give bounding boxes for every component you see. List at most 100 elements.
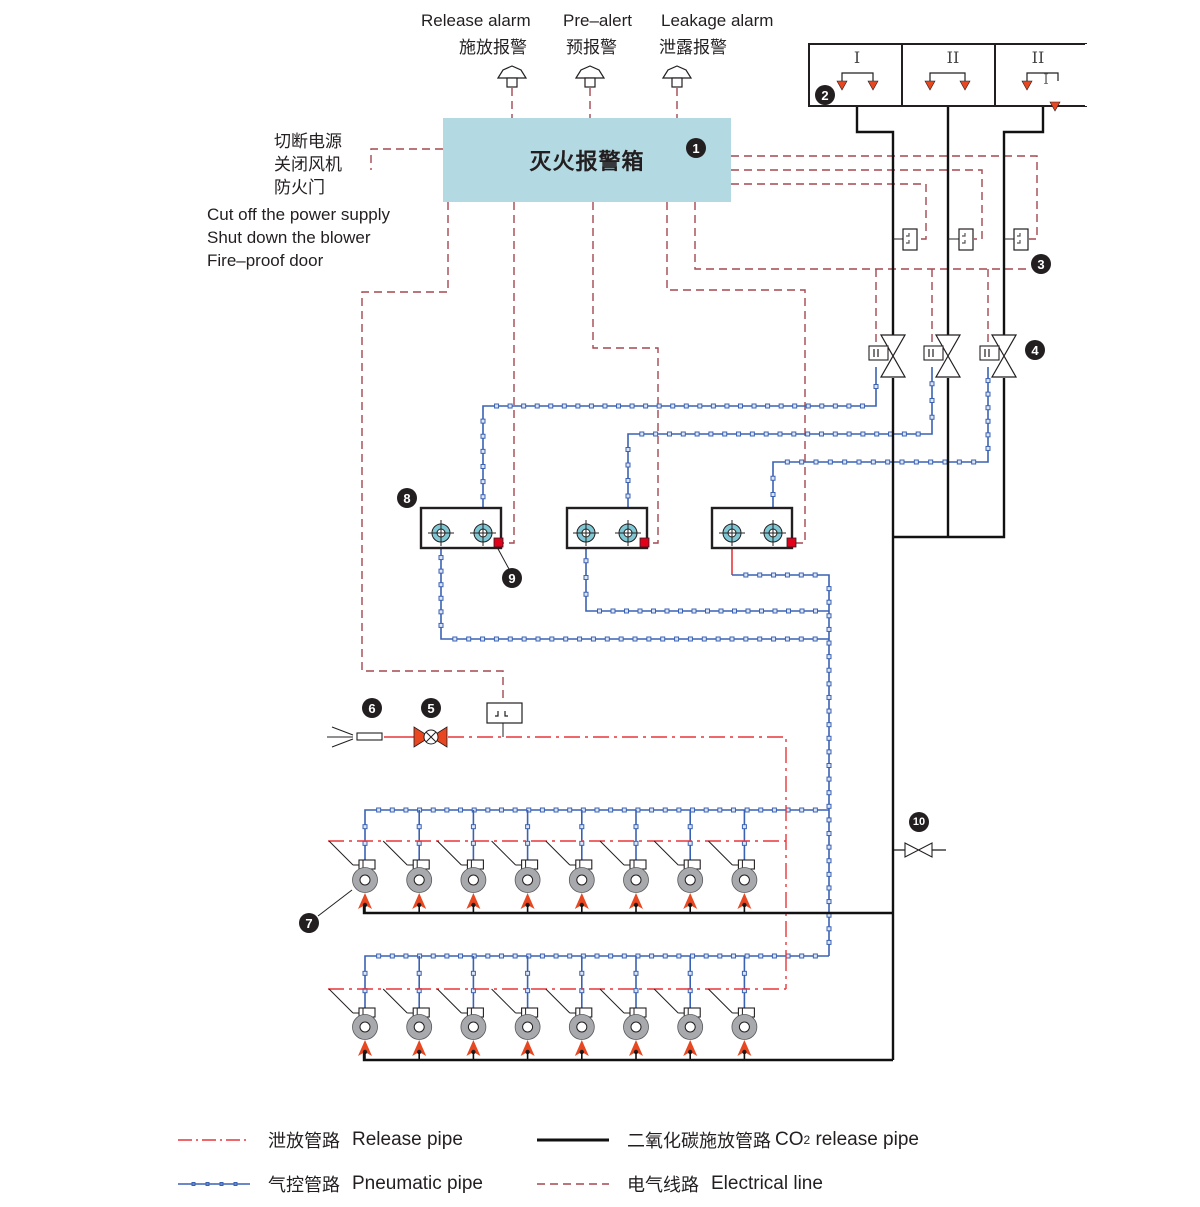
smoke-detector-crosshair: [428, 520, 454, 546]
cylinder-outlet: [467, 1021, 479, 1033]
pneumatic-marker: [826, 831, 832, 837]
pneumatic-marker: [826, 926, 832, 932]
legend-pneumatic-cn: 气控管路: [268, 1175, 340, 1196]
electrical-line-ps-3: [731, 155, 1038, 240]
pneumatic-marker: [549, 636, 555, 642]
pressure-switch-icon: [1013, 228, 1029, 251]
pneumatic-marker: [633, 988, 639, 994]
pneumatic-marker: [535, 636, 541, 642]
pneumatic-marker: [701, 636, 707, 642]
pneumatic-marker: [826, 763, 832, 768]
pneumatic-marker: [480, 479, 486, 485]
legend-electrical-cn: 电气线路: [627, 1175, 699, 1196]
pneumatic-marker: [403, 807, 409, 813]
cylinder-group-label-2: II: [1032, 48, 1045, 67]
pneumatic-marker: [480, 494, 486, 500]
pneumatic-marker: [649, 807, 655, 813]
pneumatic-marker: [621, 807, 627, 813]
pneumatic-marker: [525, 970, 531, 976]
action-en-0: Cut off the power supply: [207, 205, 391, 224]
pneumatic-marker: [792, 403, 798, 409]
co2-pipe-group-3: [1002, 104, 1045, 335]
pneumatic-marker: [846, 431, 852, 437]
pneumatic-marker: [610, 608, 616, 614]
cylinder-discharge-arrow: [683, 893, 698, 909]
pneumatic-marker: [643, 403, 649, 409]
pneumatic-marker: [583, 558, 589, 564]
pneumatic-marker: [759, 608, 764, 614]
co2-cylinder: [491, 988, 541, 1060]
pneumatic-marker: [625, 493, 631, 499]
pneumatic-marker: [730, 807, 736, 813]
pneumatic-marker: [534, 403, 540, 409]
alarm-release-label-cn: 施放报警: [459, 38, 527, 58]
electrical-line-ps-2: [731, 169, 983, 240]
pneumatic-marker: [678, 608, 683, 614]
pneumatic-marker: [687, 840, 693, 846]
pneumatic-marker: [826, 586, 832, 592]
pneumatic-marker: [791, 431, 797, 437]
pneumatic-marker: [691, 608, 697, 614]
co2-manifold-row-2: [362, 1052, 893, 1062]
pneumatic-marker: [525, 840, 531, 846]
pneumatic-marker: [621, 953, 627, 959]
pneumatic-marker: [594, 807, 600, 813]
cylinder-discharge-arrow: [574, 893, 589, 909]
cylinder-head-icon: [924, 80, 936, 91]
pneumatic-marker: [826, 817, 832, 823]
pneumatic-marker: [561, 403, 567, 409]
pneumatic-marker: [717, 953, 723, 959]
pneumatic-pipe-zone-3-in: [770, 367, 991, 527]
pneumatic-marker: [629, 403, 635, 409]
pneumatic-marker: [567, 953, 573, 959]
pneumatic-marker: [771, 807, 777, 813]
cylinder-outlet: [738, 874, 750, 886]
pneumatic-marker: [718, 608, 724, 614]
pneumatic-marker: [705, 608, 710, 614]
pneumatic-marker: [758, 953, 764, 959]
cylinder-group-branch: [841, 72, 874, 81]
pneumatic-marker: [637, 608, 643, 614]
electrical-line-detector-1: [502, 202, 515, 544]
pneumatic-drop-row-1: [633, 810, 639, 860]
pneumatic-marker: [751, 403, 757, 409]
pneumatic-marker: [690, 953, 696, 959]
co2-cylinder: [328, 840, 378, 913]
pneumatic-marker: [687, 636, 693, 642]
pneumatic-marker: [651, 608, 656, 614]
legend-swatch-co2: [537, 1138, 609, 1142]
cylinder-group-branch: [1026, 72, 1059, 81]
pneumatic-marker: [826, 722, 832, 728]
pneumatic-marker: [563, 636, 569, 642]
pneumatic-marker: [799, 807, 805, 813]
co2-cylinder: [382, 988, 433, 1060]
pneumatic-marker: [812, 807, 818, 813]
pneumatic-pipe-zone-2-in: [625, 367, 935, 527]
cylinder-head-icon: [1021, 80, 1033, 91]
pneumatic-marker: [826, 899, 832, 905]
cylinder-discharge-arrow: [466, 1040, 481, 1056]
pneumatic-drop-row-1: [416, 810, 422, 860]
pneumatic-marker: [680, 431, 686, 437]
pneumatic-marker: [786, 608, 791, 614]
legend-electrical-line: 电气线路 Electrical line: [537, 1171, 823, 1197]
pneumatic-marker: [498, 953, 504, 959]
pneumatic-marker: [832, 431, 838, 437]
pneumatic-marker: [507, 403, 513, 409]
pneumatic-drop-row-1: [741, 810, 747, 860]
pneumatic-marker: [458, 807, 464, 813]
pneumatic-marker: [703, 953, 709, 959]
badge-nozzle: 6: [362, 698, 382, 718]
pneumatic-marker: [575, 403, 581, 409]
cylinder-hose: [382, 840, 408, 866]
pneumatic-marker: [765, 403, 771, 409]
alarm-release-label-en: Release alarm: [421, 11, 531, 30]
pneumatic-marker: [633, 970, 639, 976]
pneumatic-marker: [913, 459, 919, 465]
pneumatic-marker: [826, 939, 832, 945]
pneumatic-pipe-zone-1-out: [438, 544, 829, 642]
cylinder-hose: [599, 988, 625, 1014]
pneumatic-marker: [771, 953, 777, 959]
legend-co2-en-sub: 2: [803, 1133, 811, 1147]
pneumatic-marker: [430, 953, 436, 959]
